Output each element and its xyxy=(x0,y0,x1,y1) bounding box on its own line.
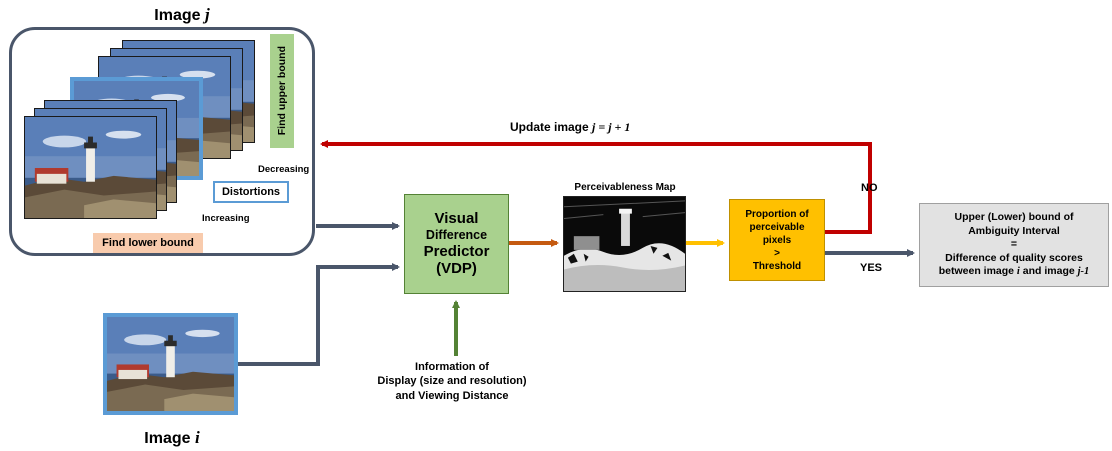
no-label: NO xyxy=(861,182,878,194)
image-i-label: Image i xyxy=(144,428,200,447)
arrow-image-i-to-vdp xyxy=(238,263,400,366)
lighthouse-image xyxy=(25,117,156,218)
result-line: between image i and image j-1 xyxy=(938,265,1090,278)
info-line: and Viewing Distance xyxy=(395,389,509,402)
image-i-frame xyxy=(103,313,238,415)
result-line: Upper (Lower) bound of xyxy=(954,211,1074,224)
vdp-line: Predictor xyxy=(423,242,490,260)
threshold-line: > xyxy=(774,247,780,259)
result-line: = xyxy=(1010,238,1018,251)
distorted-image-frame xyxy=(24,116,157,219)
threshold-line: Proportion of xyxy=(745,208,809,220)
threshold-line: Threshold xyxy=(752,260,802,272)
lighthouse-image xyxy=(107,317,234,411)
info-line: Information of xyxy=(415,361,489,373)
yes-label: YES xyxy=(860,262,883,274)
threshold-line: perceivable xyxy=(749,221,805,233)
vdp-box: Visual Difference Predictor (VDP) xyxy=(404,194,509,294)
ambiguity-interval-result-box: Upper (Lower) bound of Ambiguity Interva… xyxy=(919,203,1109,287)
decreasing-label: Decreasing xyxy=(258,164,310,175)
result-line: Difference of quality scores xyxy=(945,251,1083,264)
image-j-label: Image j xyxy=(154,5,210,24)
threshold-line: pixels xyxy=(762,234,792,246)
arrow-no-loop xyxy=(320,140,872,234)
display-info-text: Information of Display (size and resolut… xyxy=(352,360,552,403)
threshold-decision-box: Proportion of perceivable pixels > Thres… xyxy=(729,199,825,281)
map-image xyxy=(564,197,685,291)
perceivableness-map-title: Perceivableness Map xyxy=(574,182,676,193)
info-line: Display (size and resolution) xyxy=(377,375,527,388)
find-lower-bound-label: Find lower bound xyxy=(93,233,203,253)
find-upper-bound-label: Find upper bound xyxy=(270,34,294,148)
vdp-line: (VDP) xyxy=(436,260,477,278)
vdp-line: Difference xyxy=(425,227,488,242)
result-line: Ambiguity Interval xyxy=(968,224,1060,237)
perceivableness-map-image xyxy=(563,196,686,292)
update-image-label: Update image j = j + 1 xyxy=(510,120,631,134)
vdp-line: Visual xyxy=(434,210,479,228)
distortions-box: Distortions xyxy=(213,181,289,203)
increasing-label: Increasing xyxy=(202,213,250,224)
